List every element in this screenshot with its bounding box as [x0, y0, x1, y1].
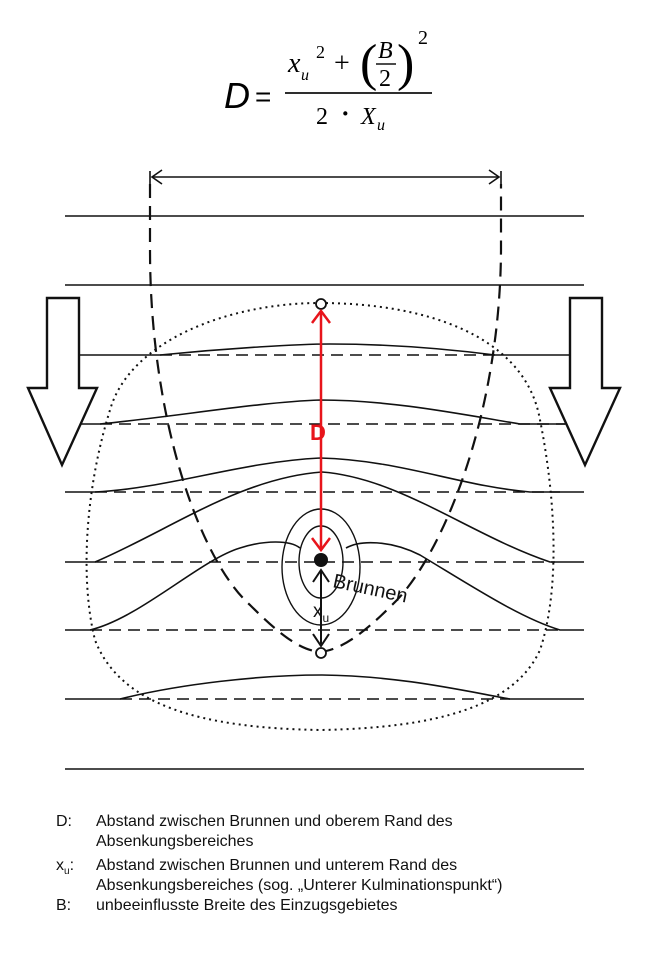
formula-plus: + [334, 48, 350, 79]
legend: D: Abstand zwischen Brunnen und oberem R… [56, 812, 616, 916]
upper-boundary-point [315, 298, 327, 310]
legend-line: Abstand zwischen Brunnen und unterem Ran… [96, 857, 458, 874]
legend-line: Absenkungsbereiches [96, 833, 254, 850]
formula-lhs: D [224, 75, 250, 116]
flow-direction-arrow-right [548, 296, 622, 468]
formula-num-x-exp: 2 [316, 42, 325, 62]
legend-line: Abstand zwischen Brunnen und oberem Rand… [96, 813, 453, 830]
well-point [314, 553, 328, 567]
legend-text: unbeeinflusste Breite des Einzugsgebiete… [96, 896, 616, 916]
formula-den-x: X [360, 104, 377, 130]
legend-item-xu: xu: Abstand zwischen Brunnen und unterem… [56, 856, 616, 896]
formula-den-dot: · [341, 99, 350, 128]
legend-item-b: B: unbeeinflusste Breite des Einzugsgebi… [56, 896, 616, 916]
legend-text: Abstand zwischen Brunnen und oberem Rand… [96, 812, 616, 852]
formula-den-x-sub: u [377, 117, 385, 134]
formula: D = x u 2 + ( B 2 ) 2 2 · X u [224, 27, 432, 134]
formula-den-two: 2 [316, 104, 328, 130]
legend-key: xu: [56, 857, 75, 878]
distance-d-label: D [310, 420, 326, 445]
legend-text: Abstand zwischen Brunnen und unterem Ran… [96, 856, 616, 896]
legend-item-d: D: Abstand zwischen Brunnen und oberem R… [56, 812, 616, 852]
legend-key: B: [56, 897, 72, 914]
formula-paren-close: ) [397, 35, 414, 92]
formula-frac-bottom: 2 [379, 66, 391, 92]
flow-direction-arrow-left [26, 296, 99, 468]
distance-d-arrow [311, 308, 331, 553]
formula-paren-exp: 2 [418, 27, 428, 49]
undisturbed-dashed-lines [90, 354, 565, 700]
deformed-contour-lines [62, 343, 584, 700]
formula-paren-open: ( [360, 35, 377, 92]
formula-num-x: x [287, 48, 301, 79]
flow-diagram: D xu Brunnen [26, 169, 622, 770]
xu-arrow [312, 568, 330, 648]
legend-line: Absenkungsbereiches (sog. „Unterer Kulmi… [96, 877, 503, 894]
formula-equals: = [255, 81, 271, 112]
width-dimension-line [149, 169, 502, 185]
capture-zone-dashed [148, 184, 503, 654]
lower-culmination-point [315, 647, 327, 659]
xu-label: xu [313, 601, 329, 625]
formula-num-x-sub: u [301, 67, 309, 84]
well-label: Brunnen [331, 570, 410, 607]
formula-frac-top: B [378, 38, 393, 64]
legend-key: D: [56, 813, 72, 830]
legend-line: unbeeinflusste Breite des Einzugsgebiete… [96, 897, 398, 914]
